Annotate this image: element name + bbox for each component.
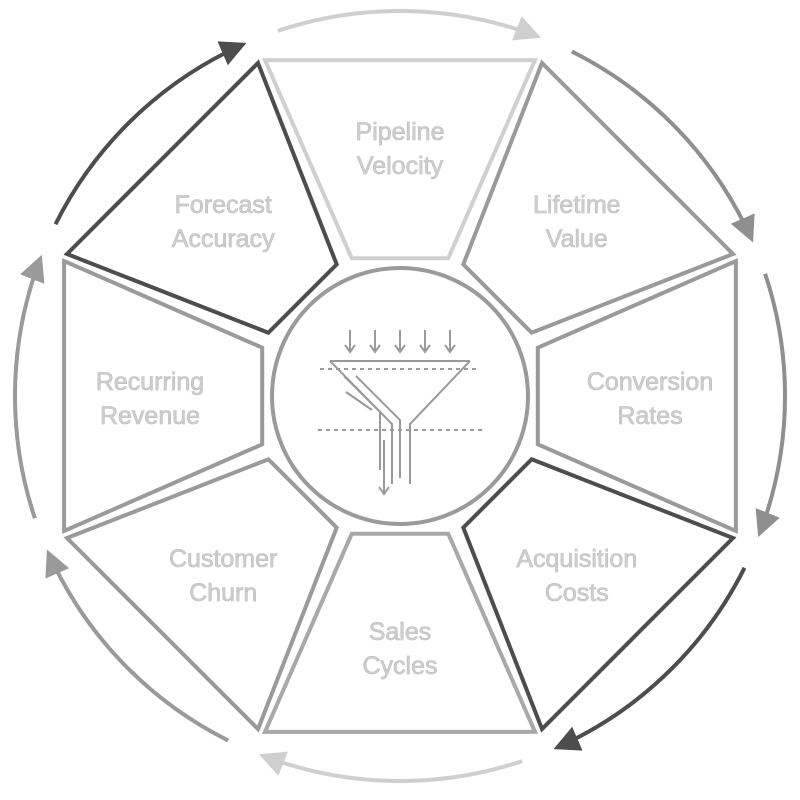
cycle-arrow-4 — [570, 566, 747, 743]
segment-label-line1: Sales — [369, 618, 432, 646]
segment-7 — [62, 257, 265, 535]
segments-layer — [62, 58, 738, 734]
segment-label-line1: Recurring — [96, 368, 204, 396]
center-hub — [270, 266, 530, 526]
arrowhead-icon — [553, 726, 583, 751]
segment-label-line1: Lifetime — [533, 191, 621, 219]
cycle-arrow-2 — [570, 49, 747, 226]
arrowhead-icon — [512, 16, 542, 41]
segment-6 — [63, 456, 340, 733]
segment-label-line2: Accuracy — [172, 225, 275, 253]
segment-label-line1: Forecast — [175, 191, 272, 219]
cycle-arrow-8 — [53, 49, 230, 226]
segment-label-line2: Churn — [189, 579, 257, 607]
segment-label-line1: Customer — [169, 545, 277, 573]
segment-label-line2: Rates — [617, 402, 682, 430]
segment-label-line2: Value — [546, 225, 608, 253]
segment-4 — [460, 456, 737, 733]
cycle-arrow-6 — [53, 566, 230, 743]
segment-label-line2: Costs — [545, 579, 609, 607]
center-circle — [270, 266, 530, 526]
arrowhead-icon — [258, 751, 288, 776]
arrowhead-icon — [217, 41, 247, 66]
segment-2 — [460, 59, 737, 336]
cycle-arrow-3 — [763, 273, 788, 519]
arrowhead-icon — [20, 254, 45, 284]
cycle-arrow-7 — [12, 273, 37, 519]
segment-label-line2: Cycles — [362, 652, 437, 680]
segment-label-line2: Revenue — [100, 402, 200, 430]
segment-labels: PipelineVelocityLifetimeValueConversionR… — [96, 118, 714, 681]
segment-3 — [535, 257, 738, 535]
segment-8 — [63, 59, 340, 336]
segment-label-line1: Conversion — [587, 368, 713, 396]
cycle-arrow-5 — [277, 759, 523, 784]
segment-1 — [261, 58, 539, 261]
segment-label-line2: Velocity — [357, 152, 444, 180]
segment-label-line1: Pipeline — [356, 118, 445, 146]
segment-label-line1: Acquisition — [516, 545, 637, 573]
cycle-arrow-1 — [277, 8, 523, 33]
cycle-arrows — [12, 8, 788, 784]
input-arrows-icon — [344, 330, 456, 354]
arrowhead-icon — [755, 508, 780, 538]
segment-5 — [261, 531, 539, 734]
arrowhead-icon — [45, 549, 70, 579]
funnel-icon — [318, 330, 482, 496]
arrowhead-icon — [730, 213, 755, 243]
